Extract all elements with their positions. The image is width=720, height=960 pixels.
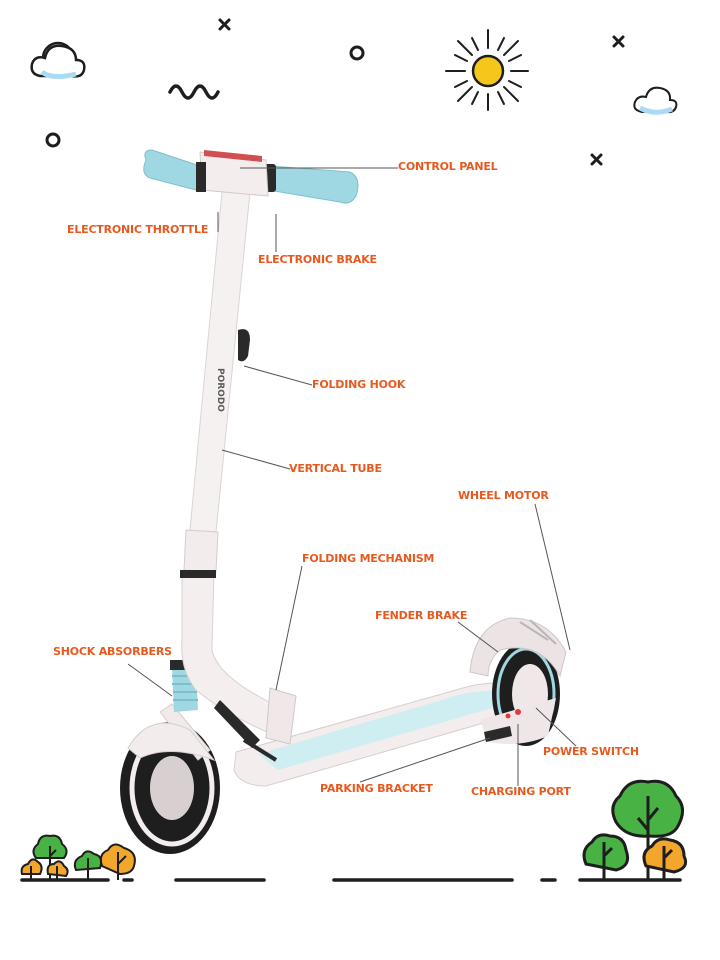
label-parking-bracket: PARKING BRACKET bbox=[320, 782, 433, 795]
ring-icon bbox=[45, 45, 365, 148]
trees-right-icon bbox=[582, 779, 688, 880]
folding-mechanism bbox=[181, 571, 291, 741]
label-power-switch: POWER SWITCH bbox=[543, 745, 639, 758]
folding-hook bbox=[238, 329, 250, 362]
label-electronic-throttle: ELECTRONIC THROTTLE bbox=[67, 223, 209, 236]
label-wheel-motor: WHEEL MOTOR bbox=[458, 489, 549, 502]
label-shock-absorbers: SHOCK ABSORBERS bbox=[53, 645, 172, 658]
deck-grip bbox=[258, 689, 540, 770]
parking-bracket bbox=[484, 726, 512, 742]
cloud-right-icon bbox=[633, 86, 678, 115]
charging-port-dot bbox=[515, 709, 521, 715]
right-grip bbox=[267, 165, 359, 204]
trees-left-icon bbox=[20, 834, 136, 880]
power-switch-dot bbox=[505, 713, 511, 719]
label-folding-hook: FOLDING HOOK bbox=[312, 378, 406, 391]
cross-icon bbox=[218, 18, 625, 166]
left-grip bbox=[143, 149, 201, 191]
cloud-left-icon bbox=[30, 41, 86, 80]
fender-brake bbox=[469, 617, 567, 678]
label-vertical-tube: VERTICAL TUBE bbox=[289, 462, 382, 475]
sun-icon bbox=[445, 29, 529, 111]
label-charging-port: CHARGING PORT bbox=[471, 785, 571, 798]
label-fender-brake: FENDER BRAKE bbox=[375, 609, 468, 622]
squiggle-icon bbox=[168, 84, 220, 100]
label-folding-mechanism: FOLDING MECHANISM bbox=[302, 552, 435, 565]
leader-lines bbox=[127, 167, 577, 786]
brand-mark: PORODO bbox=[215, 368, 225, 412]
label-electronic-brake: ELECTRONIC BRAKE bbox=[258, 253, 377, 266]
label-control-panel: CONTROL PANEL bbox=[398, 160, 498, 173]
